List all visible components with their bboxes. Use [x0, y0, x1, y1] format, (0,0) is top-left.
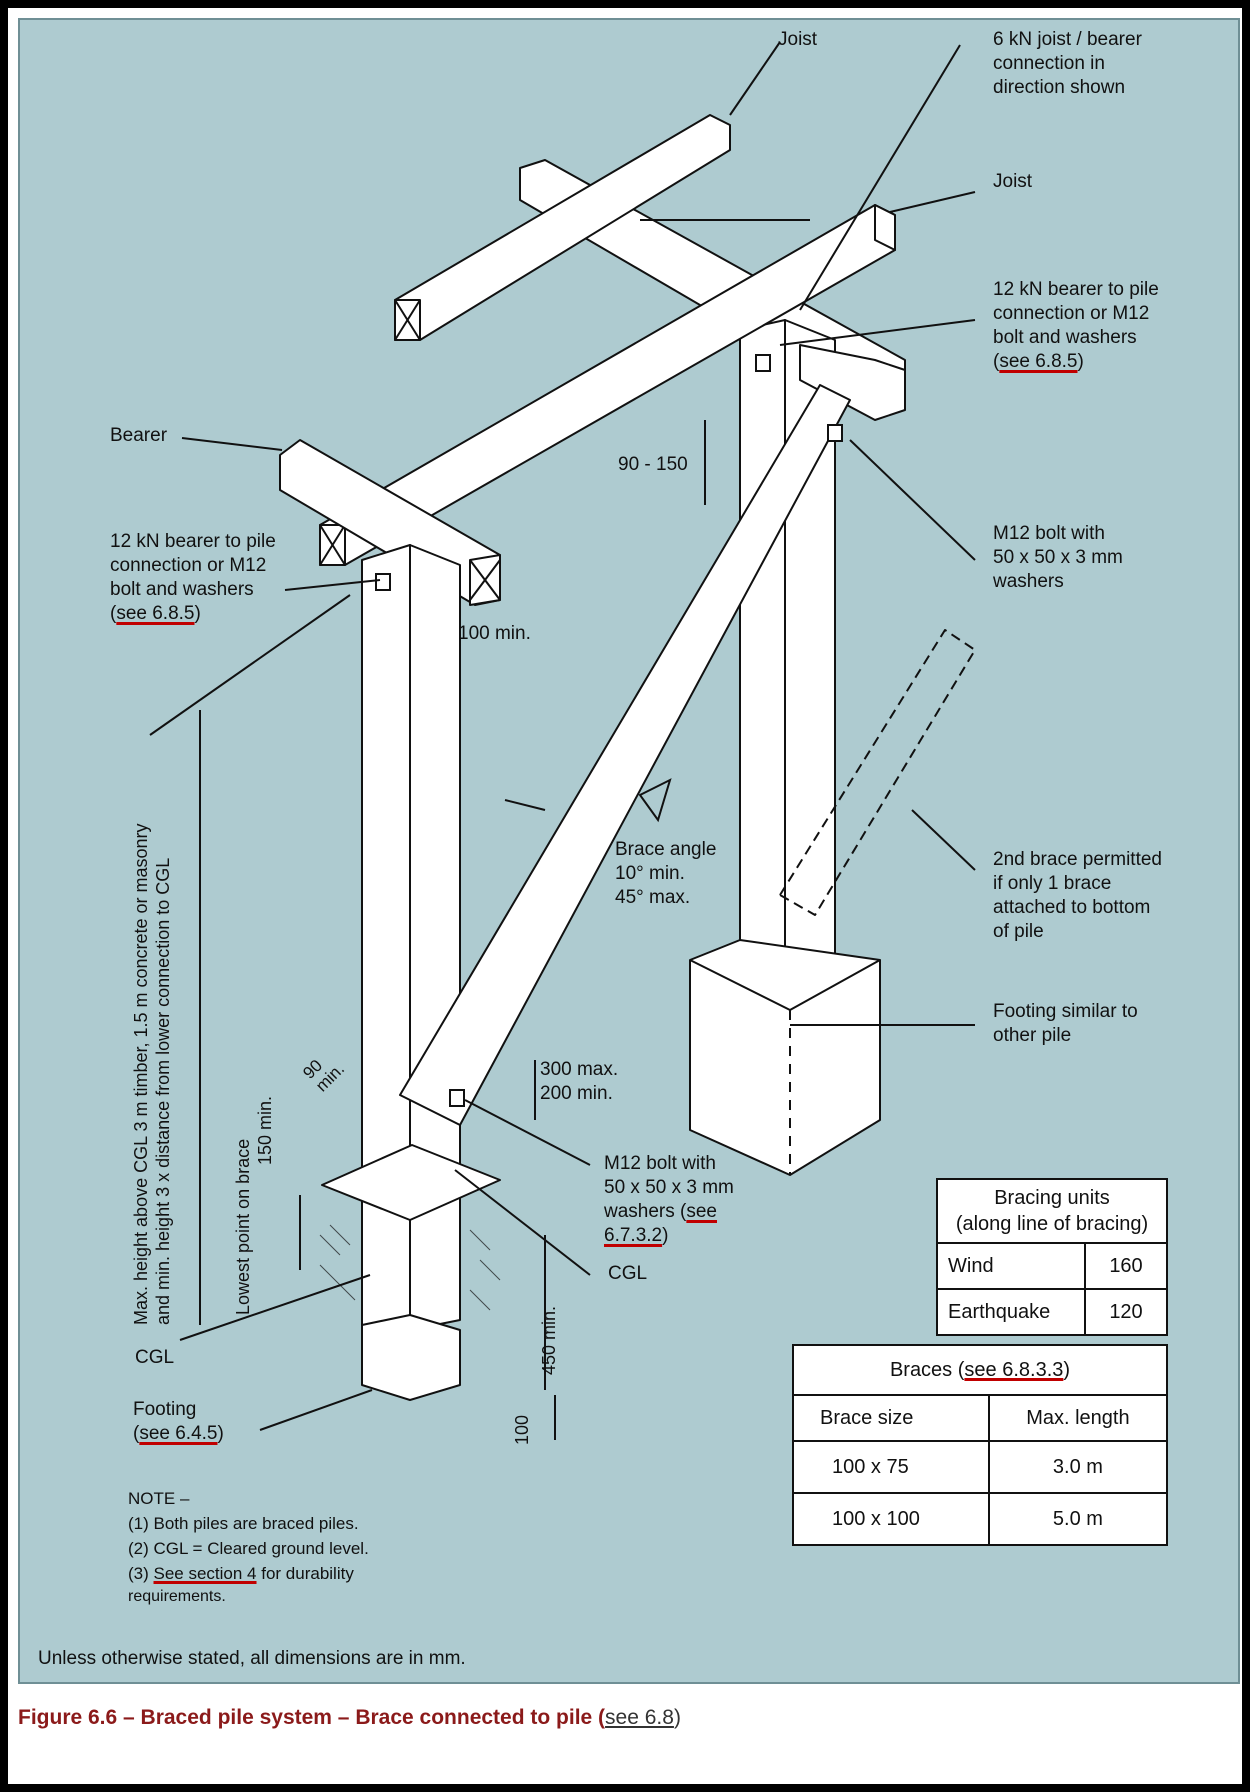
label-brace-angle: Brace angle 10° min. 45° max.	[615, 839, 717, 908]
left-footing	[361, 1314, 461, 1401]
label-6kn-connection: 6 kN joist / bearer connection in direct…	[993, 29, 1142, 98]
label-footing-similar: Footing similar to other pile	[993, 1001, 1138, 1046]
note-2: (2) CGL = Cleared ground level.	[128, 1539, 369, 1558]
link-see[interactable]: see	[686, 1201, 717, 1222]
left-pile	[361, 544, 411, 1346]
label-bearer-conn-left: 12 kN bearer to pile connection or M12 b…	[110, 531, 276, 624]
link-6-8-5-left[interactable]: see 6.8.5	[116, 603, 195, 624]
second-brace	[779, 629, 976, 916]
link-6-4-5[interactable]: see 6.4.5	[139, 1423, 218, 1444]
figure-caption: Figure 6.6 – Braced pile system – Brace …	[18, 1706, 681, 1729]
main-brace	[399, 384, 851, 1126]
dim-100-min: 100 min.	[458, 623, 531, 644]
label-joist-top: Joist	[778, 29, 818, 50]
dim-100: 100	[512, 1414, 532, 1445]
link-6-8-5-right[interactable]: see 6.8.5	[999, 351, 1078, 372]
bracing-units-header: Bracing units (along line of bracing)	[936, 1178, 1168, 1244]
label-m12-bolt-bottom: M12 bolt with 50 x 50 x 3 mm washers (se…	[604, 1153, 734, 1246]
bolt-brace-top	[827, 424, 843, 442]
label-lowest-point: Lowest point on brace 150 min.	[233, 1095, 275, 1315]
right-footing	[689, 939, 881, 1176]
label-bearer: Bearer	[110, 425, 168, 446]
link-6-8-3-3[interactable]: see 6.8.3.3	[964, 1358, 1064, 1381]
label-bearer-conn-right: 12 kN bearer to pile connection or M12 b…	[993, 279, 1159, 372]
label-cgl-left: CGL	[135, 1347, 175, 1368]
braces-title: Braces (see 6.8.3.3)	[792, 1344, 1168, 1396]
bolt-brace-bottom	[449, 1089, 465, 1107]
link-section-4[interactable]: See section 4	[153, 1564, 257, 1583]
notes-heading: NOTE –	[128, 1489, 190, 1508]
label-joist-right: Joist	[993, 171, 1033, 192]
bolt-left-top	[375, 573, 391, 591]
right-pile	[739, 319, 786, 986]
link-6-7-3-2[interactable]: 6.7.3.2	[604, 1225, 663, 1246]
bolt-right-top	[755, 354, 771, 372]
top-joist	[394, 114, 731, 341]
link-6-8[interactable]: see 6.8	[605, 1706, 674, 1729]
label-max-height: Max. height above CGL 3 m timber, 1.5 m …	[131, 823, 173, 1325]
dim-450-min: 450 min.	[539, 1305, 559, 1375]
label-m12-bolt-top: M12 bolt with 50 x 50 x 3 mm washers	[993, 523, 1123, 592]
ground-plane	[321, 1144, 501, 1221]
label-cgl-right: CGL	[608, 1263, 648, 1284]
bracing-units-table: Bracing units (along line of bracing) Wi…	[936, 1178, 1168, 1336]
label-footing: Footing (see 6.4.5)	[133, 1399, 224, 1444]
label-second-brace: 2nd brace permitted if only 1 brace atta…	[993, 849, 1162, 942]
units-note: Unless otherwise stated, all dimensions …	[38, 1648, 466, 1669]
dim-90-150: 90 - 150	[618, 454, 688, 475]
note-3-cont: requirements.	[128, 1588, 226, 1605]
note-1: (1) Both piles are braced piles.	[128, 1514, 359, 1533]
dim-300-200: 300 max. 200 min.	[540, 1059, 619, 1104]
note-3: (3) See section 4 for durability	[128, 1564, 354, 1583]
